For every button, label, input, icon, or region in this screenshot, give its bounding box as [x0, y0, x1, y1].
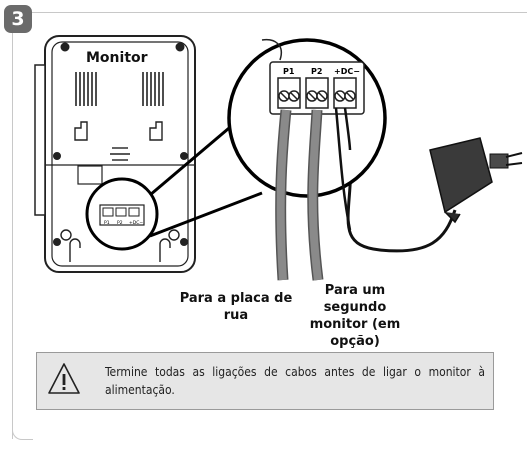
step-frame-corner — [12, 425, 33, 440]
step-number-badge: 3 — [4, 5, 32, 33]
terminal-label-p1: P1 — [283, 67, 295, 76]
small-terminal-block — [99, 204, 145, 226]
monitor-back — [34, 35, 196, 273]
street-unit-label: Para a placa de rua — [179, 291, 293, 323]
zoom-line-bottom — [149, 191, 263, 238]
terminal-zoom-source — [85, 177, 159, 251]
power-cable — [346, 149, 457, 253]
step-frame — [12, 12, 527, 439]
second-monitor-label: Para um segundo monitor (em opção) — [309, 283, 401, 349]
small-label-dc: +DC− — [129, 220, 143, 226]
terminal-label-p2: P2 — [311, 67, 322, 76]
bus-cables — [275, 107, 352, 281]
warning-text: Termine todas as ligações de cabos antes… — [105, 365, 485, 397]
monitor-label: Monitor — [86, 50, 148, 66]
warning-box: Termine todas as ligações de cabos antes… — [36, 352, 494, 410]
small-label-p1: P1 — [104, 220, 110, 226]
warning-triangle-icon — [48, 363, 80, 394]
terminal-label-dc: +DC− — [334, 67, 360, 76]
small-label-p2: P2 — [117, 220, 123, 226]
power-adapter — [429, 137, 523, 224]
